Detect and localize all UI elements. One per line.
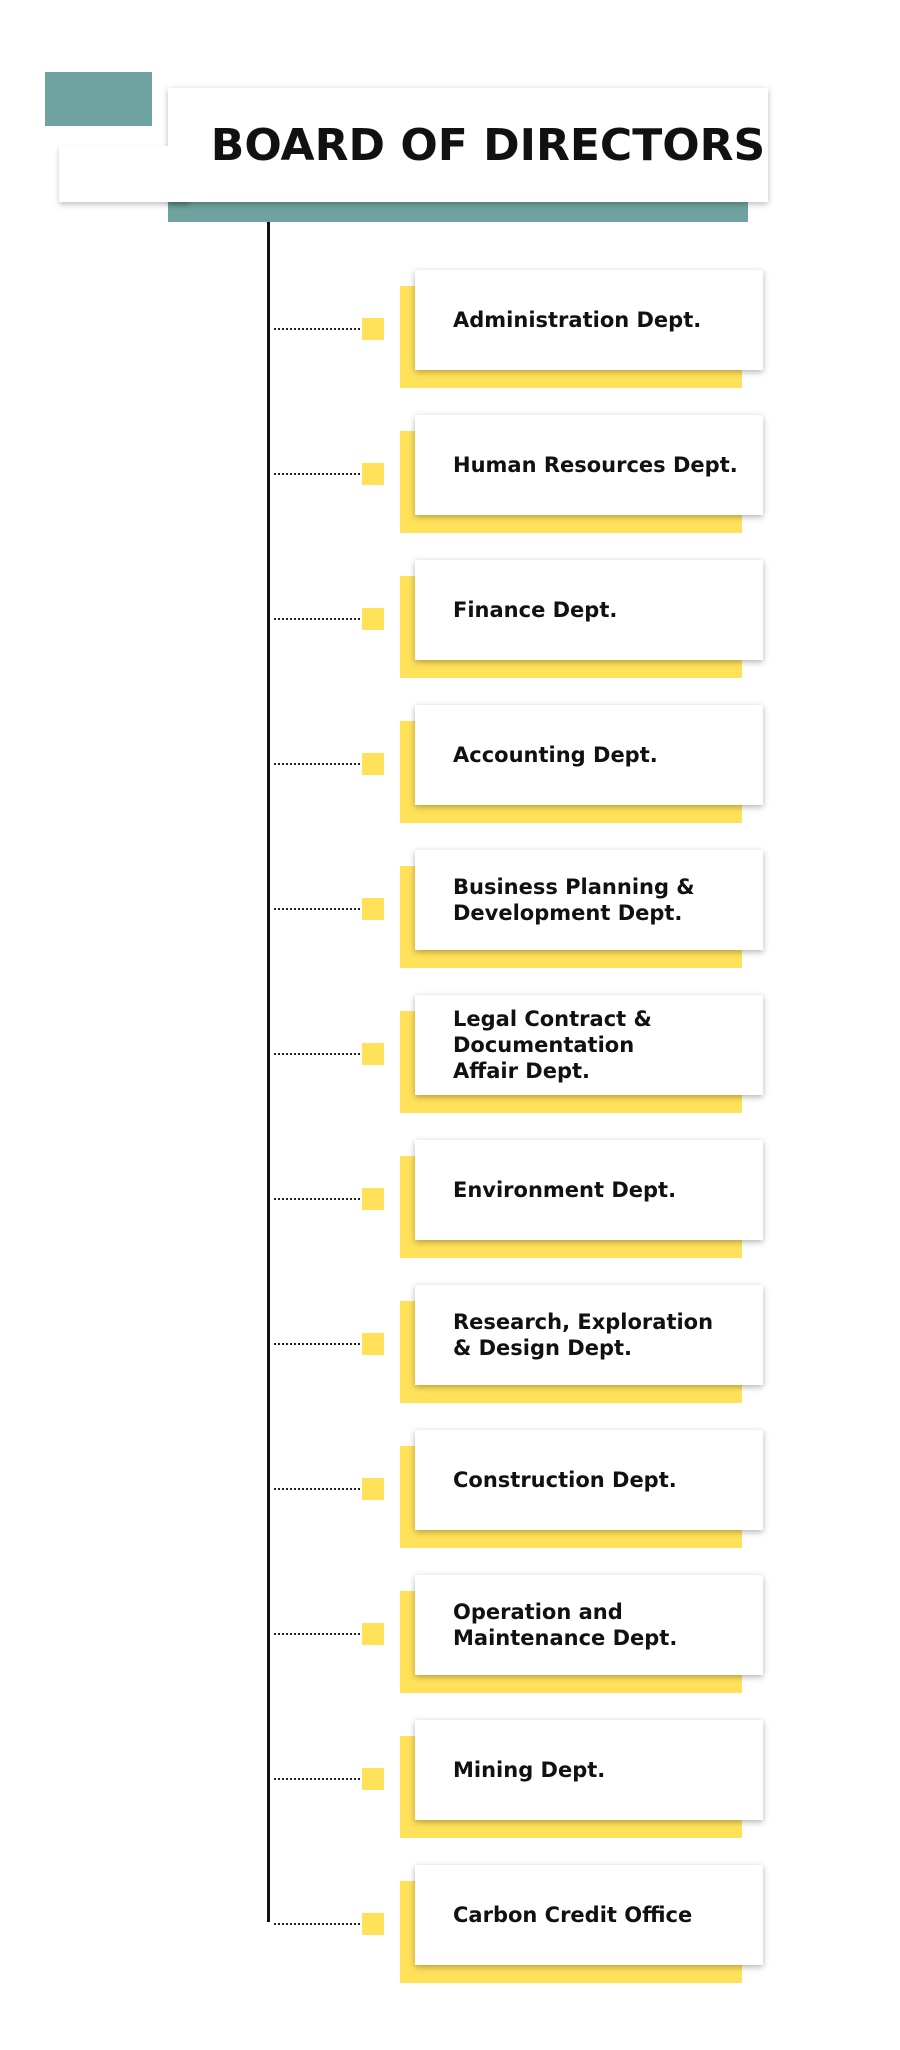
department-card: Construction Dept. xyxy=(415,1430,763,1530)
connector-square xyxy=(362,1043,384,1065)
department-card: Mining Dept. xyxy=(415,1720,763,1820)
department-card: Accounting Dept. xyxy=(415,705,763,805)
department-node: Accounting Dept. xyxy=(0,0,900,823)
department-card: Administration Dept. xyxy=(415,270,763,370)
header-box-extension xyxy=(59,146,189,202)
department-label: Legal Contract & Documentation Affair De… xyxy=(453,1007,652,1083)
department-label: Accounting Dept. xyxy=(453,743,658,767)
connector-square xyxy=(362,753,384,775)
connector-square xyxy=(362,1333,384,1355)
board-of-directors-title: BOARD OF DIRECTORS xyxy=(210,119,766,171)
dotted-connector xyxy=(274,618,360,620)
dotted-connector xyxy=(274,1198,360,1200)
dotted-connector xyxy=(274,328,360,330)
department-label: Construction Dept. xyxy=(453,1468,677,1492)
dotted-connector xyxy=(274,908,360,910)
dotted-connector xyxy=(274,473,360,475)
connector-square xyxy=(362,608,384,630)
department-label: Mining Dept. xyxy=(453,1758,606,1782)
department-node: Human Resources Dept. xyxy=(0,0,900,533)
department-label: Human Resources Dept. xyxy=(453,453,738,477)
department-label: Research, Exploration & Design Dept. xyxy=(453,1310,714,1360)
department-card: Research, Exploration & Design Dept. xyxy=(415,1285,763,1385)
department-card: Operation and Maintenance Dept. xyxy=(415,1575,763,1675)
department-label: Finance Dept. xyxy=(453,598,618,622)
connector-square xyxy=(362,1478,384,1500)
department-card: Carbon Credit Office xyxy=(415,1865,763,1965)
department-card: Finance Dept. xyxy=(415,560,763,660)
department-card: Human Resources Dept. xyxy=(415,415,763,515)
dotted-connector xyxy=(274,1343,360,1345)
connector-square xyxy=(362,1188,384,1210)
header-box xyxy=(168,88,768,202)
dotted-connector xyxy=(274,1633,360,1635)
department-label: Operation and Maintenance Dept. xyxy=(453,1600,678,1650)
connector-square xyxy=(362,1913,384,1935)
department-node: Carbon Credit Office xyxy=(0,0,900,1983)
org-trunk-line xyxy=(267,222,270,1922)
dotted-connector xyxy=(274,1053,360,1055)
connector-square xyxy=(362,1768,384,1790)
header-accent-square xyxy=(45,72,152,126)
department-card: Environment Dept. xyxy=(415,1140,763,1240)
connector-square xyxy=(362,463,384,485)
connector-square xyxy=(362,898,384,920)
department-label: Environment Dept. xyxy=(453,1178,677,1202)
dotted-connector xyxy=(274,1923,360,1925)
department-node: Research, Exploration & Design Dept. xyxy=(0,0,900,1403)
department-node: Construction Dept. xyxy=(0,0,900,1548)
department-card: Business Planning & Development Dept. xyxy=(415,850,763,950)
dotted-connector xyxy=(274,1488,360,1490)
department-node: Administration Dept. xyxy=(0,0,900,388)
department-card: Legal Contract & Documentation Affair De… xyxy=(415,995,763,1095)
department-label: Business Planning & Development Dept. xyxy=(453,875,695,925)
department-label: Carbon Credit Office xyxy=(453,1903,693,1927)
header-accent-bar xyxy=(168,200,748,222)
header-box-join xyxy=(168,110,208,202)
department-node: Business Planning & Development Dept. xyxy=(0,0,900,968)
connector-square xyxy=(362,1623,384,1645)
connector-square xyxy=(362,318,384,340)
department-node: Legal Contract & Documentation Affair De… xyxy=(0,0,900,1113)
department-label: Administration Dept. xyxy=(453,308,702,332)
dotted-connector xyxy=(274,1778,360,1780)
department-node: Finance Dept. xyxy=(0,0,900,678)
department-node: Environment Dept. xyxy=(0,0,900,1258)
department-node: Mining Dept. xyxy=(0,0,900,1838)
dotted-connector xyxy=(274,763,360,765)
department-node: Operation and Maintenance Dept. xyxy=(0,0,900,1693)
